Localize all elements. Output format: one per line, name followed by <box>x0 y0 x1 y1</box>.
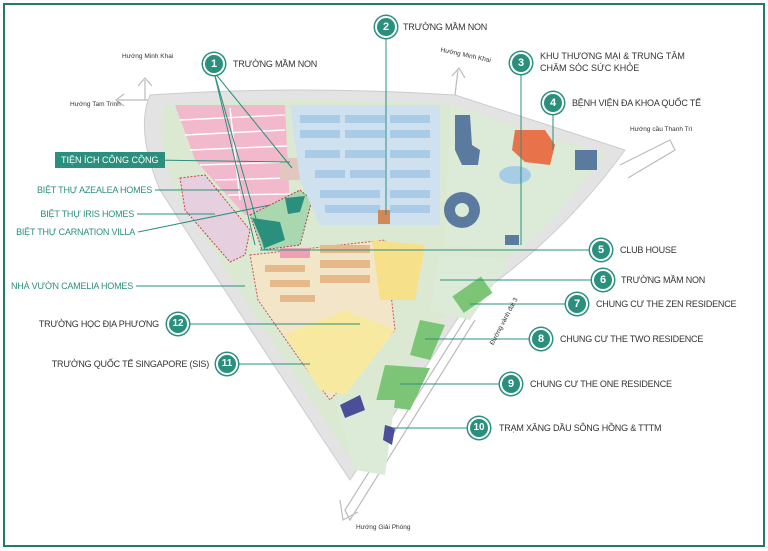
marker-1[interactable]: 1 <box>203 53 225 75</box>
marker-6-label: TRƯỜNG MẦM NON <box>621 275 706 285</box>
arrow-giai-phong <box>339 311 476 522</box>
one-residence <box>375 365 430 410</box>
marker-10[interactable]: 10 <box>468 417 490 439</box>
hospital-building <box>512 130 555 165</box>
label-camelia: NHÀ VƯỜN CAMELIA HOMES <box>10 281 133 291</box>
road-label-thanh-tri: Hướng cầu Thanh Trì <box>630 126 693 133</box>
marker-4-label: BỆNH VIỆN ĐA KHOA QUỐC TẾ <box>572 98 701 108</box>
zone-iris <box>179 174 251 263</box>
map-frame <box>3 3 765 547</box>
building-east <box>575 150 597 170</box>
marker-8[interactable]: 8 <box>530 328 552 350</box>
zen-residence <box>452 276 493 313</box>
zone-azealea <box>175 105 290 215</box>
road-label-giai-phong: Hướng Giải Phóng <box>356 524 411 531</box>
zone-local-school <box>372 240 425 300</box>
arrow-minh-khai-left <box>137 77 153 100</box>
marker-11[interactable]: 11 <box>216 353 238 375</box>
road-label-minh-khai-left: Hướng Minh Khai <box>122 53 174 60</box>
carnation-buildings <box>252 196 305 248</box>
marker-10-label: TRẠM XĂNG DẦU SÔNG HỒNG & TTTM <box>499 423 662 433</box>
marker-3-label-line2: CHĂM SÓC SỨC KHỎE <box>540 63 640 73</box>
marker-4[interactable]: 4 <box>542 92 564 114</box>
marker-12-label: TRƯỜNG HỌC ĐỊA PHƯƠNG <box>38 319 159 329</box>
marker-2-label: TRƯỜNG MẦM NON <box>403 22 488 32</box>
club-house-building <box>505 235 519 245</box>
arrow-thanh-tri <box>619 139 676 179</box>
marker-3[interactable]: 3 <box>510 52 532 74</box>
arrow-minh-khai-right <box>451 66 466 96</box>
marker-6[interactable]: 6 <box>592 269 614 291</box>
marker-3-label-line1: KHU THƯƠNG MẠI & TRUNG TÂM <box>540 51 685 61</box>
label-azealea: BIỆT THỰ AZEALEA HOMES <box>37 185 152 195</box>
label-public-utilities: TIỆN ÍCH CÔNG CỘNG <box>55 152 165 168</box>
commercial-building <box>455 115 480 165</box>
marker-1-label: TRƯỜNG MẦM NON <box>233 59 318 69</box>
marker-5[interactable]: 5 <box>590 239 612 261</box>
marker-7-label: CHUNG CƯ THE ZEN RESIDENCE <box>596 299 737 309</box>
marker-11-label: TRƯỜNG QUỐC TẾ SINGAPORE (SIS) <box>51 359 209 369</box>
arrow-tam-trinh <box>115 93 150 107</box>
gas-station-building <box>340 395 395 445</box>
two-residence <box>410 320 445 360</box>
marker-9[interactable]: 9 <box>500 373 522 395</box>
marker-12[interactable]: 12 <box>167 313 189 335</box>
marker-2[interactable]: 2 <box>375 16 397 38</box>
label-iris: BIỆT THỰ IRIS HOMES <box>40 209 134 219</box>
lake <box>499 166 531 184</box>
label-carnation: BIỆT THỰ CARNATION VILLA <box>16 227 135 237</box>
zone-sis <box>285 310 395 395</box>
road-label-tam-trinh: Hướng Tam Trinh <box>70 101 121 108</box>
marker-5-label: CLUB HOUSE <box>620 245 677 255</box>
marker-9-label: CHUNG CƯ THE ONE RESIDENCE <box>530 379 672 389</box>
marker-7[interactable]: 7 <box>566 293 588 315</box>
kindergarten-2-building <box>378 210 390 224</box>
gas-station-zone <box>335 400 395 475</box>
zone-public-utilities <box>280 158 300 180</box>
marker-8-label: CHUNG CƯ THE TWO RESIDENCE <box>560 334 704 344</box>
marker-3-label: KHU THƯƠNG MẠI & TRUNG TÂM CHĂM SÓC SỨC … <box>540 50 685 74</box>
